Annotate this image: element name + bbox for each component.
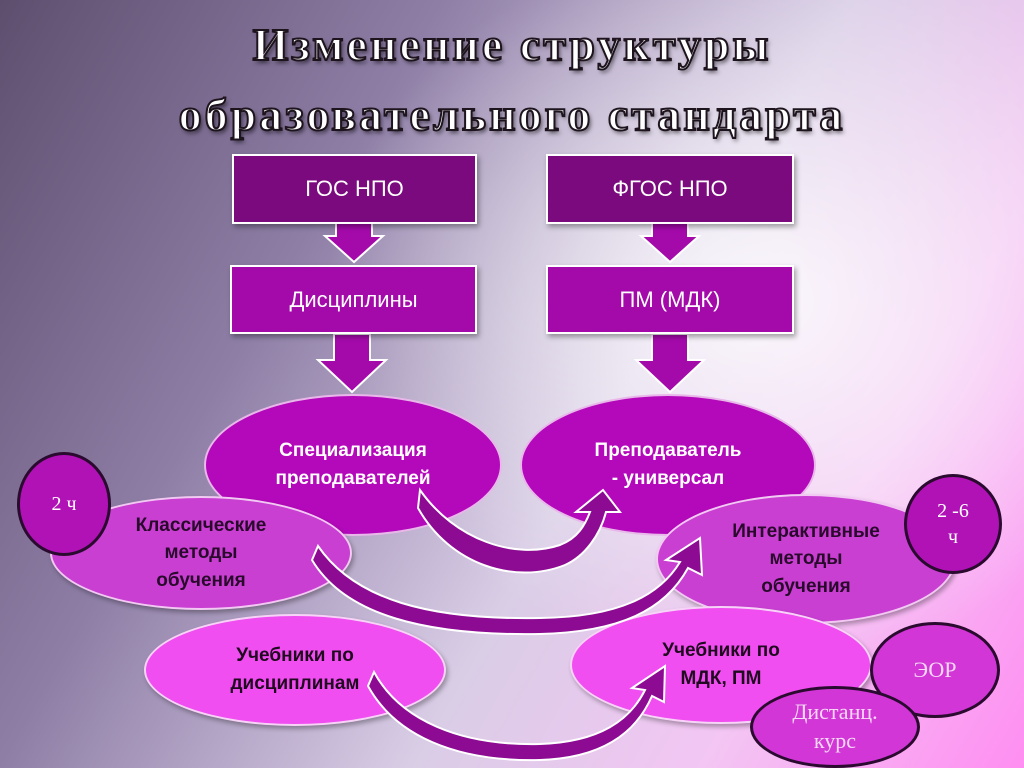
distance-course-ellipse: Дистанц. курс [750,686,920,768]
interactive-methods-label: Интерактивные методы обучения [732,520,880,597]
universal-teacher-label: Преподаватель - универсал [594,440,742,489]
classic-methods-ellipse: Классические методы обучения [50,496,352,610]
fgos-npo-label: ФГОС НПО [612,176,728,201]
classic-hours-circle: 2 ч [17,452,111,556]
pm-mdk-label: ПМ (МДК) [619,286,721,312]
fgos-npo-box: ФГОС НПО [546,154,794,224]
interactive-hours-label: 2 -6 ч [937,500,969,548]
slide-title-line1: Изменение структуры [252,19,772,70]
distance-course-label: Дистанц. курс [792,699,878,753]
down-arrow-pm [633,333,707,394]
pm-mdk-box: ПМ (МДК) [546,265,794,334]
eor-label: ЭОР [913,656,957,682]
disciplines-label: Дисциплины [289,286,418,312]
interactive-methods-ellipse: Интерактивные методы обучения [656,494,956,624]
down-arrow-fgos [638,221,702,264]
discipline-textbooks-ellipse: Учебники по дисциплинам [144,614,446,726]
teacher-specialization-label: Специализация преподавателей [275,440,431,489]
gos-npo-box: ГОС НПО [232,154,477,224]
interactive-hours-circle: 2 -6 ч [904,474,1002,574]
down-arrow-gos [322,221,386,264]
module-textbooks-label: Учебники по МДК, ПМ [662,640,780,689]
classic-hours-label: 2 ч [51,493,77,515]
discipline-textbooks-label: Учебники по дисциплинам [230,645,360,694]
disciplines-box: Дисциплины [230,265,477,334]
classic-methods-label: Классические методы обучения [135,514,267,591]
down-arrow-disciplines [315,333,389,394]
gos-npo-label: ГОС НПО [305,176,404,201]
slide-title-line2: образовательного стандарта [178,89,846,140]
